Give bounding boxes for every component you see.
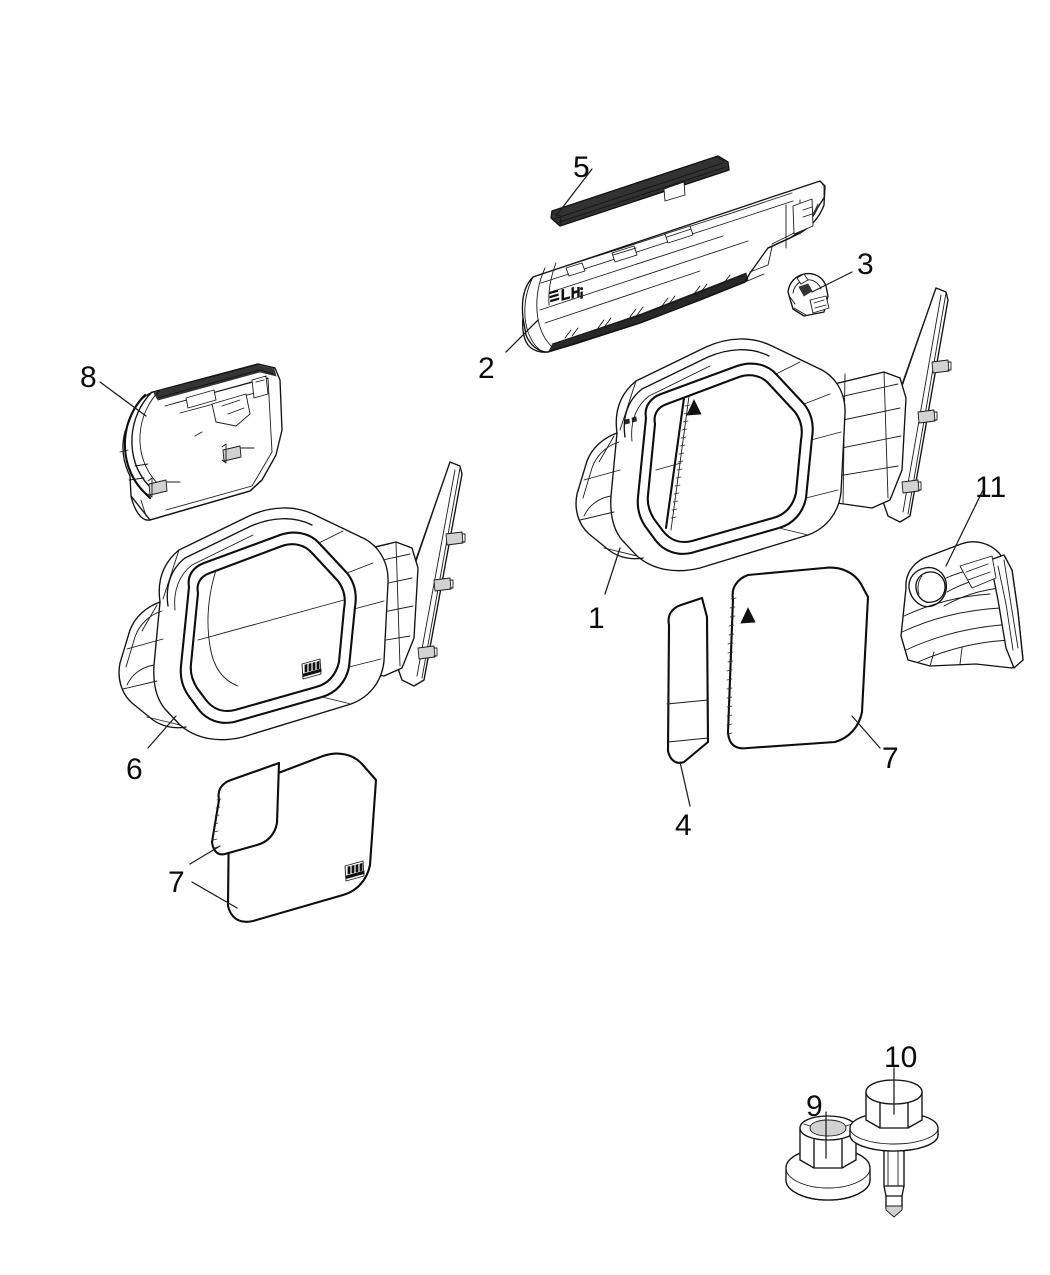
lh-marking-group — [549, 287, 583, 307]
heated-mirror-icon-glass-left — [344, 860, 365, 882]
callout-number-1: 1 — [588, 602, 605, 635]
callout-number-6: 6 — [126, 753, 143, 786]
part-7-mirror-glass-heated-right — [726, 566, 870, 750]
callout-number-5: 5 — [573, 151, 590, 184]
callout-number-11: 11 — [975, 471, 1007, 504]
callout-number-2: 2 — [478, 352, 495, 385]
callout-number-7-right: 7 — [882, 742, 899, 775]
part-6-mirror-assembly-left-outside — [118, 461, 466, 741]
part-2-mirror-cover-cap-upper — [521, 180, 826, 353]
callout-number-7-left: 7 — [168, 866, 185, 899]
part-5-mirror-cover-trim-strip — [550, 155, 730, 227]
callout-number-3: 3 — [857, 248, 874, 281]
part-7-mirror-glass-heated-left — [210, 752, 378, 923]
part-3-mirror-signal-lamp-bracket — [787, 272, 830, 317]
part-1-mirror-assembly-right-outside — [575, 287, 952, 572]
callout-number-10: 10 — [884, 1041, 918, 1074]
heated-mirror-icon-left — [301, 658, 322, 680]
part-9-nut-flange-hex — [785, 1115, 871, 1201]
part-8-mirror-cover-cap-lower — [119, 363, 283, 521]
callout-number-4: 4 — [675, 809, 692, 842]
leader-lines — [99, 168, 984, 1159]
part-4-mirror-glass-auxiliary-convex — [666, 596, 710, 764]
callout-number-8: 8 — [80, 361, 97, 394]
part-11-mirror-base-gasket-bracket — [900, 541, 1024, 669]
callout-number-9: 9 — [806, 1090, 823, 1123]
